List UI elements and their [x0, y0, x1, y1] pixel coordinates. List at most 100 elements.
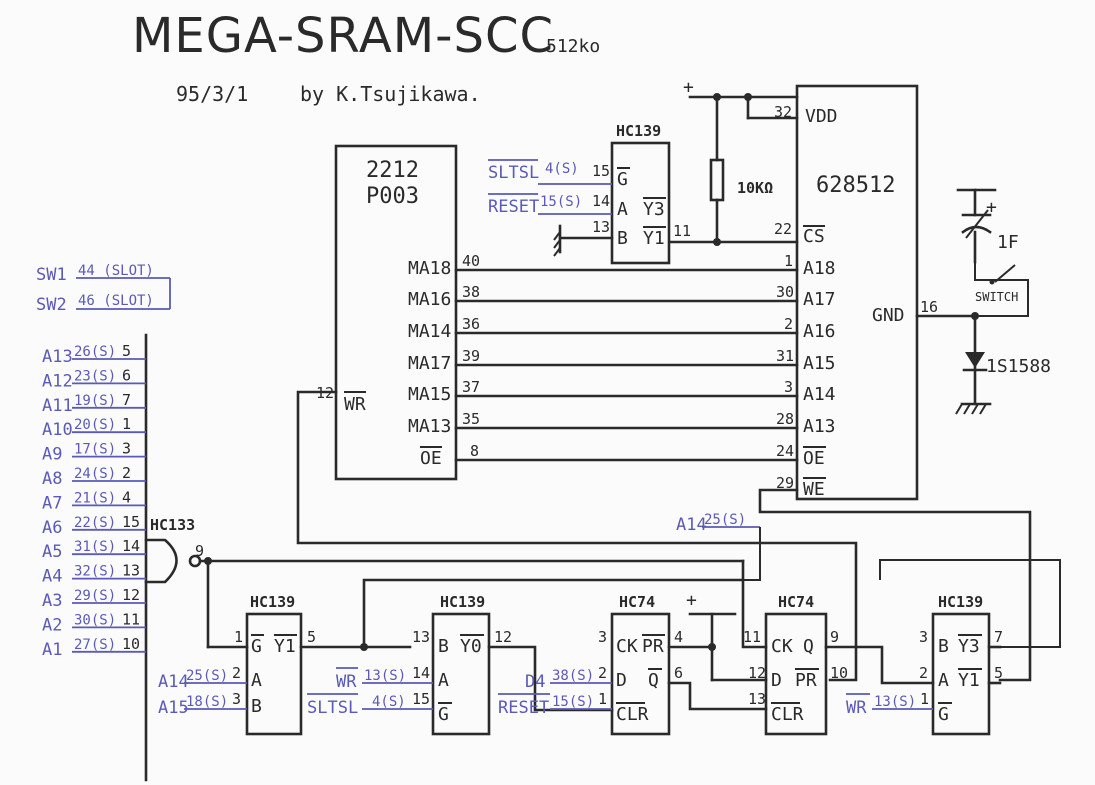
hc139-b-body	[431, 612, 491, 736]
hc139-top-pin-13: 13	[592, 218, 610, 236]
hc139-b-g-slot: 4(S)	[372, 694, 406, 710]
address-slot-a1: 27(S)	[74, 637, 116, 653]
sw2-label: SW2	[36, 295, 67, 315]
switch-pins: SW1 44 (SLOT) SW2 46 (SLOT)	[36, 263, 171, 315]
p003-signal-ma13: MA13	[408, 416, 451, 437]
hc139-top-pin-15: 15	[592, 162, 610, 180]
hc74-a-d-input: D4	[525, 672, 545, 692]
hc139-top-b: B	[617, 228, 628, 249]
hc139-c-pin-2: 2	[919, 664, 928, 682]
p003-pin-35: 35	[462, 410, 480, 428]
page-title: MEGA-SRAM-SCC	[132, 8, 554, 64]
sram-pin-31: 31	[776, 347, 794, 365]
address-slot-a6: 22(S)	[74, 515, 116, 531]
hc74-a-pin-6: 6	[674, 664, 683, 682]
vdd-plus: +	[683, 77, 694, 98]
p003-signal-wr: WR	[344, 394, 366, 415]
address-input-a1: A1	[42, 640, 62, 660]
address-input-a12: A12	[42, 371, 73, 391]
sram-signal-cs: CS	[803, 226, 825, 247]
hc133-pin-5: 5	[122, 342, 131, 360]
hc139-a-pin-1: 1	[234, 628, 243, 646]
hc74-a-d: D	[616, 670, 627, 691]
address-input-a5: A5	[42, 542, 62, 562]
hc74-a-pins: 3 CK PR 4 + D4 38(S) 2 D Q 6 RESET 15(S)…	[498, 590, 768, 725]
svg-text:628512: 628512	[816, 173, 895, 198]
p003-chip-body	[334, 144, 458, 481]
hc139-a-y1: Y1	[274, 636, 296, 657]
diode-label: 1S1588	[986, 356, 1051, 377]
hc139-b-pin-15: 15	[412, 690, 430, 708]
hc139-c-pin-3: 3	[919, 628, 928, 646]
sram-pin-1: 1	[784, 252, 793, 270]
p003-pin-38: 38	[462, 283, 480, 301]
sram-signal-vdd: VDD	[805, 106, 838, 127]
hc139-c-g-slot: 13(S)	[874, 694, 916, 710]
hc133-pin-6: 6	[122, 366, 131, 384]
hc139-c-b: B	[938, 636, 949, 657]
address-input-a6: A6	[42, 518, 62, 538]
hc139-c-a: A	[938, 670, 949, 691]
hc139-a-a-input: A14	[158, 672, 189, 692]
hc133-pin-12: 12	[122, 586, 140, 604]
hc139-b-pins: 13 B Y0 12 WR 13(S) 14 A SLTSL 4(S) 15 G	[307, 628, 614, 725]
address-slot-a3: 29(S)	[74, 588, 116, 604]
address-input-a13: A13	[42, 347, 73, 367]
address-input-a3: A3	[42, 591, 62, 611]
hc74-a-clr-input: RESET	[498, 698, 549, 718]
hc139-c-y3: Y3	[958, 636, 980, 657]
hc74-b-d: D	[771, 670, 782, 691]
address-slot-a11: 19(S)	[74, 393, 116, 409]
hc74-b-pin-13: 13	[748, 690, 766, 708]
p003-signal-ma16: MA16	[408, 289, 451, 310]
hc139-c-pins: 3 B Y3 7 2 A Y1 5 WR 13(S) 1 G	[846, 628, 1003, 725]
switch-label: SWITCH	[975, 290, 1018, 304]
hc139-a-b-input: A15	[158, 698, 189, 718]
address-slot-a2: 30(S)	[74, 612, 116, 628]
sw1-pin: 44 (SLOT)	[78, 263, 154, 279]
hc139-a-b: B	[251, 696, 262, 717]
p003-signal-ma18: MA18	[408, 258, 451, 279]
power-and-resistor: + 10KΩ	[668, 77, 799, 246]
hc133-pin-4: 4	[122, 488, 131, 506]
hc139-c-pin-7: 7	[994, 628, 1003, 646]
p003-pin-40: 40	[462, 252, 480, 270]
hc74-a-q: Q	[648, 670, 659, 691]
address-slot-a9: 17(S)	[74, 442, 116, 458]
hc74-a-pin-2: 2	[598, 664, 607, 682]
address-slot-a10: 20(S)	[74, 417, 116, 433]
address-input-a7: A7	[42, 493, 62, 513]
sram-chip-body	[795, 84, 919, 501]
sram-pin-30: 30	[776, 283, 794, 301]
sram-signal-a15: A15	[803, 353, 836, 374]
address-input-a2: A2	[42, 615, 62, 635]
sram-pin-32: 32	[774, 103, 792, 121]
sram-signal-a16: A16	[803, 321, 836, 342]
p003-pin-36: 36	[462, 315, 480, 333]
hc139-top-y3: Y3	[643, 199, 665, 220]
hc74-a-pr: PR	[642, 636, 664, 657]
hc139-c-body	[931, 612, 991, 736]
sram-pin-16: 16	[920, 298, 938, 316]
address-input-a11: A11	[42, 396, 73, 416]
hc74-a-clr-slot: 15(S)	[552, 694, 594, 710]
address-slot-a12: 23(S)	[74, 368, 116, 384]
a14-mid-label: A14	[676, 515, 707, 535]
hc74-a-clr: CLR	[616, 704, 649, 725]
hc139-top-pin-14: 14	[592, 192, 610, 210]
hc139-a-pin-2: 2	[232, 664, 241, 682]
address-slot-a8: 24(S)	[74, 466, 116, 482]
hc139-a-pins: 1 G Y1 5 A14 25(S) 2 A A15 18(S) 3 B	[158, 628, 412, 718]
sw1-label: SW1	[36, 265, 67, 285]
hc139-b-y0: Y0	[460, 636, 482, 657]
hc74-b-pin-10: 10	[830, 664, 848, 682]
hc139-b-g: G	[438, 704, 449, 725]
sram-pin-22: 22	[774, 220, 792, 238]
hc139-c-g: G	[938, 704, 949, 725]
hc139-top-pin-11: 11	[673, 222, 691, 240]
hc139-top-body	[610, 141, 671, 265]
hc139-a-pin-3: 3	[232, 690, 241, 708]
sltsl-input: SLTSL	[488, 163, 539, 183]
